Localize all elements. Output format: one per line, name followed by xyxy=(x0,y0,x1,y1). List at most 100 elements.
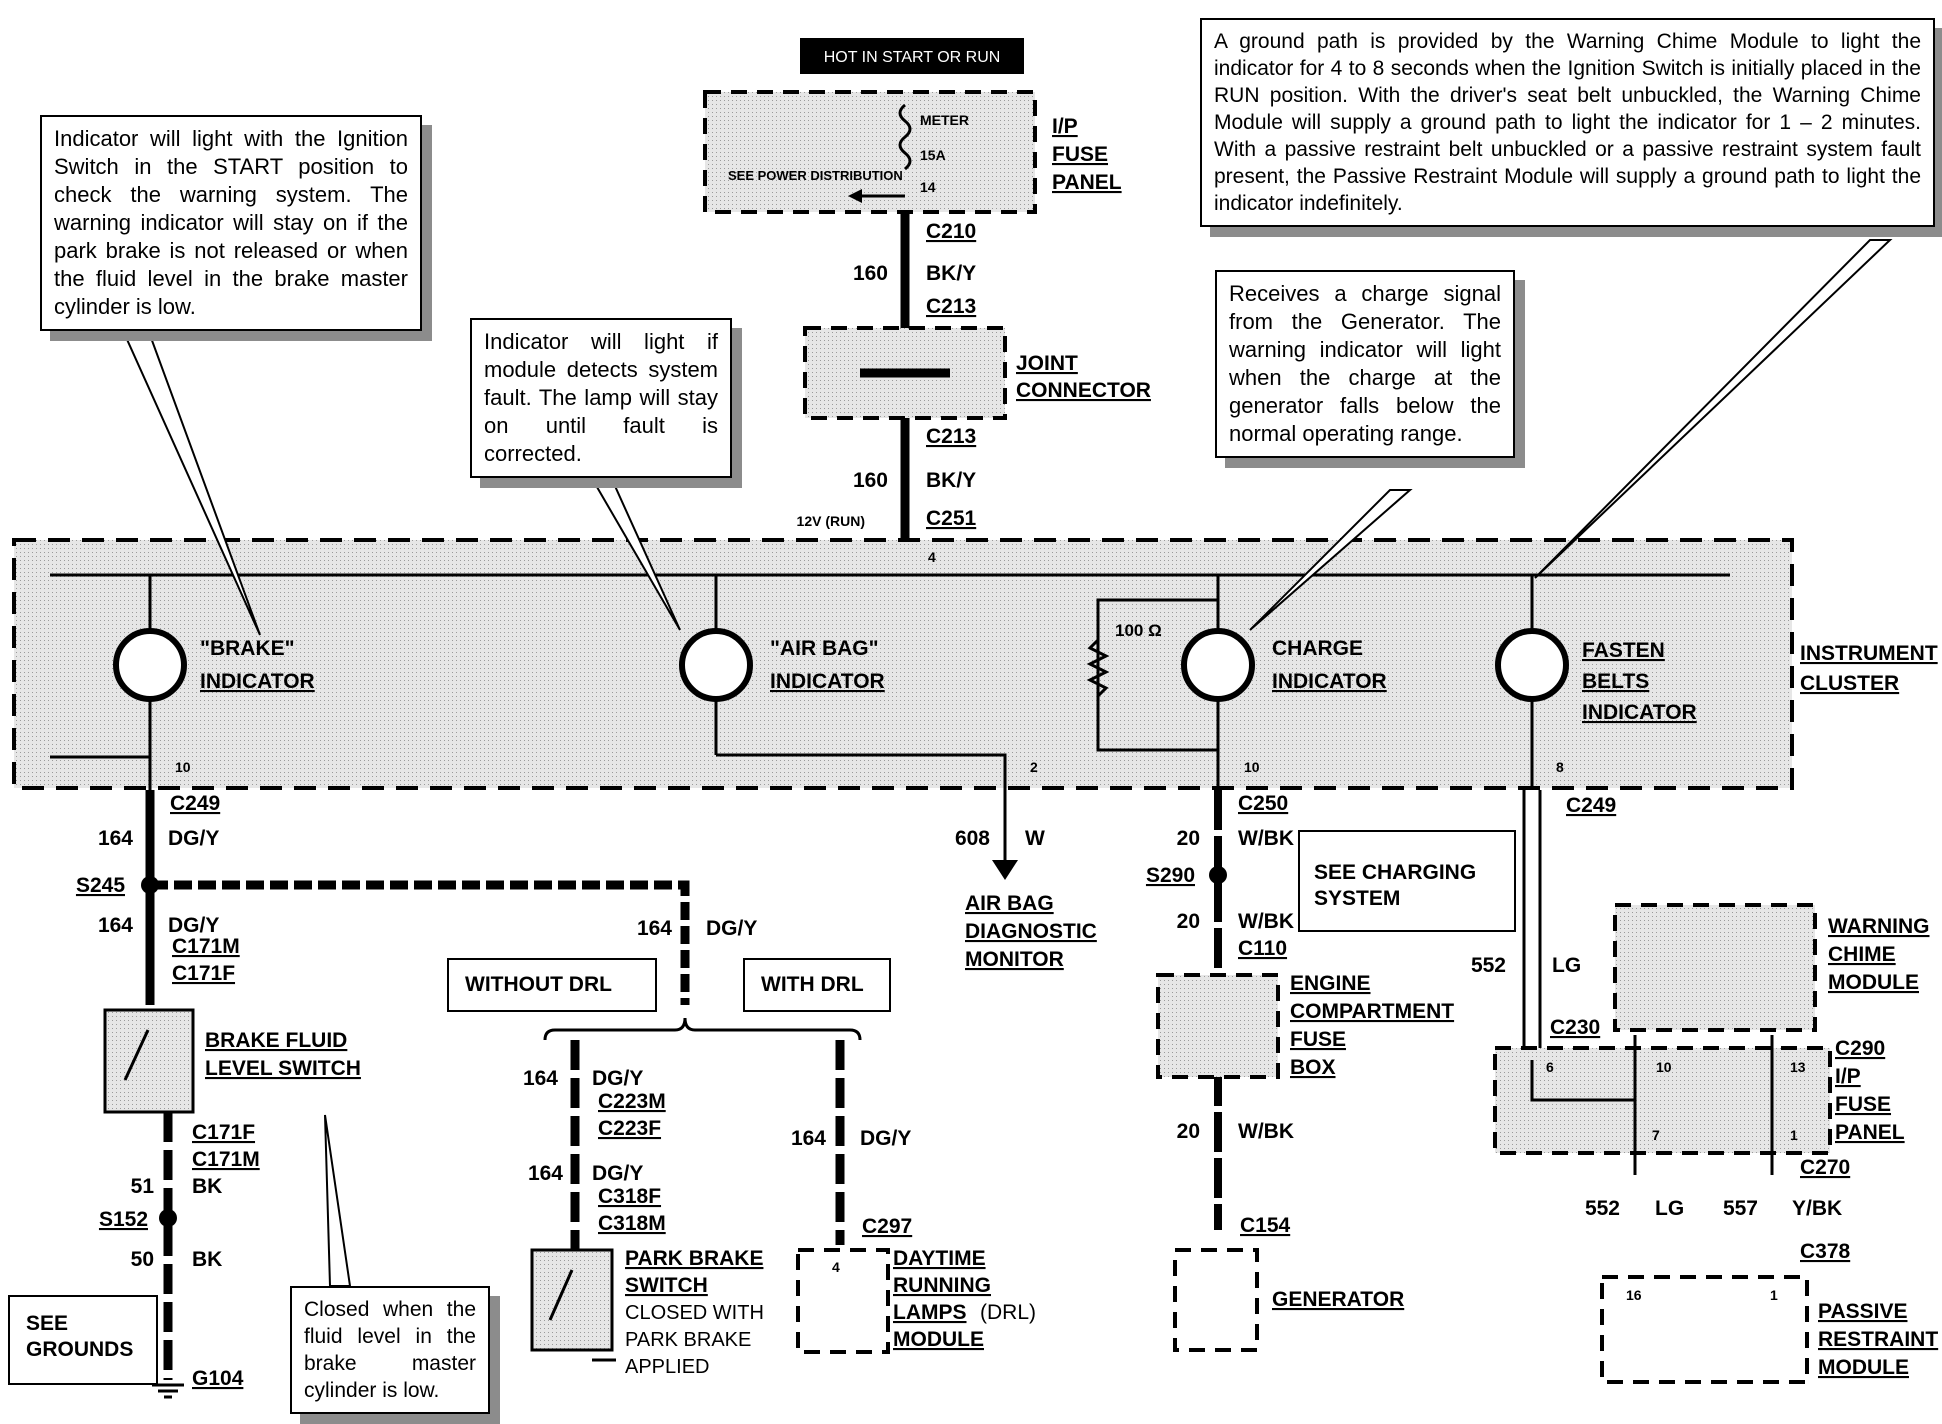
arrow-left-icon xyxy=(848,189,862,203)
charge-w2-num: 20 xyxy=(1177,910,1200,933)
belt-w3-num: 557 xyxy=(1723,1197,1758,1220)
s152-label: S152 xyxy=(99,1208,148,1231)
fluid-switch-label-2: LEVEL SWITCH xyxy=(205,1057,361,1080)
fluid-callout-pointer xyxy=(324,1114,352,1287)
fuse-box-3: FUSE xyxy=(1290,1028,1346,1051)
belt-w3-color: Y/BK xyxy=(1792,1197,1842,1220)
ip-panel2-2: FUSE xyxy=(1835,1093,1891,1116)
airbag-target-1: AIR BAG xyxy=(965,892,1054,915)
pin-10: 10 xyxy=(1656,1059,1672,1075)
fluid-switch-callout-text: Closed when the fluid level in the brake… xyxy=(304,1298,476,1402)
wire-color-bky-a: BK/Y xyxy=(926,262,976,285)
drl-label-4: (DRL) xyxy=(980,1301,1036,1324)
chime-label-2: CHIME xyxy=(1828,943,1896,966)
fasten-belts-lamp-icon xyxy=(1495,628,1569,702)
c223f-label: C223F xyxy=(598,1117,661,1140)
charge-callout-text: Receives a charge signal from the Genera… xyxy=(1229,281,1501,446)
passive-label-1: PASSIVE xyxy=(1818,1300,1907,1323)
c378-label: C378 xyxy=(1800,1240,1851,1263)
c171m-b: C171M xyxy=(192,1148,260,1171)
drl-pin-4: 4 xyxy=(832,1259,840,1275)
c110-label: C110 xyxy=(1238,937,1287,960)
drl-w1-num: 164 xyxy=(523,1067,558,1090)
brake-indicator-label-2: INDICATOR xyxy=(200,670,315,693)
charge-w3-num: 20 xyxy=(1177,1120,1200,1143)
branch-color: DG/Y xyxy=(706,917,757,940)
charge-callout-pointer xyxy=(1249,489,1413,631)
airbag-indicator-lamp-icon xyxy=(679,628,753,702)
c213-label-a: C213 xyxy=(926,295,976,318)
airbag-indicator-label-1: "AIR BAG" xyxy=(770,637,879,660)
resistor-label: 100 Ω xyxy=(1115,621,1162,640)
airbag-callout-text: Indicator will light if module detects s… xyxy=(484,329,718,466)
s245-label: S245 xyxy=(76,874,125,897)
c270-label: C270 xyxy=(1800,1156,1850,1179)
park-switch-1: PARK BRAKE xyxy=(625,1247,763,1270)
charge-w1-color: W/BK xyxy=(1238,827,1294,850)
pin-1: 1 xyxy=(1790,1127,1798,1143)
c210-label: C210 xyxy=(926,220,976,243)
brake-callout: Indicator will light with the Ignition S… xyxy=(40,115,422,331)
s290-splice-icon xyxy=(1209,866,1227,884)
c297-label: C297 xyxy=(862,1215,912,1238)
wire3-num: 51 xyxy=(131,1175,155,1198)
wire-num-160b: 160 xyxy=(853,469,888,492)
charge-indicator-lamp-icon xyxy=(1181,628,1255,702)
park-brake-switch-box xyxy=(530,1248,614,1352)
belt-w2-color: LG xyxy=(1655,1197,1684,1220)
generator-label: GENERATOR xyxy=(1272,1288,1404,1311)
wire4-num: 50 xyxy=(131,1248,154,1271)
drl-module-box xyxy=(796,1248,890,1354)
fuse-name: METER xyxy=(920,112,969,128)
with-drl-label: WITH DRL xyxy=(761,973,864,996)
fuse-rating: 15A xyxy=(920,147,946,163)
branch-num: 164 xyxy=(637,917,672,940)
airbag-wire-color: W xyxy=(1025,827,1045,850)
generator-box xyxy=(1173,1248,1259,1352)
cluster-label-1: INSTRUMENT xyxy=(1800,642,1938,665)
fluid-switch-callout: Closed when the fluid level in the brake… xyxy=(290,1286,490,1414)
chime-label-1: WARNING xyxy=(1828,915,1930,938)
fluid-switch-label-1: BRAKE FLUID xyxy=(205,1029,347,1052)
brake-callout-pointer xyxy=(123,334,261,636)
joint-label-1: JOINT xyxy=(1016,352,1078,375)
cluster-label-2: CLUSTER xyxy=(1800,672,1899,695)
with-drl-box: WITH DRL xyxy=(743,958,891,1012)
ip-fuse-panel-box xyxy=(703,90,1037,214)
ip-panel-label-2: FUSE xyxy=(1052,143,1108,166)
brake-fluid-switch-box xyxy=(103,1008,195,1114)
without-drl-box: WITHOUT DRL xyxy=(447,958,657,1012)
fuse-box-2: COMPARTMENT xyxy=(1290,1000,1454,1023)
see-charging-2: SYSTEM xyxy=(1314,887,1401,910)
s290-label: S290 xyxy=(1146,864,1195,887)
charge-w1-num: 20 xyxy=(1177,827,1200,850)
wire3-color: BK xyxy=(192,1175,222,1198)
c318m-label: C318M xyxy=(598,1212,666,1235)
c249-fasten: C249 xyxy=(1566,794,1616,817)
belt-w1-color: LG xyxy=(1552,954,1581,977)
airbag-indicator-label-2: INDICATOR xyxy=(770,670,885,693)
run-label: 12V (RUN) xyxy=(797,513,865,529)
airbag-target-2: DIAGNOSTIC xyxy=(965,920,1097,943)
brake-indicator-lamp-icon xyxy=(113,628,187,702)
charge-indicator-label-2: INDICATOR xyxy=(1272,670,1387,693)
see-grounds-box: SEE GROUNDS xyxy=(8,1295,158,1385)
passive-label-2: RESTRAINT xyxy=(1818,1328,1938,1351)
brake-indicator-label-1: "BRAKE" xyxy=(200,637,295,660)
c251-label: C251 xyxy=(926,507,977,530)
airbag-callout: Indicator will light if module detects s… xyxy=(470,318,732,478)
g104-label: G104 xyxy=(192,1367,244,1390)
resistor-icon xyxy=(1086,638,1110,698)
fuse-symbol xyxy=(898,103,912,171)
drl-w2-color: DG/Y xyxy=(592,1162,643,1185)
c249-brake: C249 xyxy=(170,792,220,815)
ip-panel-label-1: I/P xyxy=(1052,115,1078,138)
hot-label-box xyxy=(800,38,1024,74)
fasten-label-2: BELTS xyxy=(1582,670,1649,693)
s152-splice-icon xyxy=(159,1209,177,1227)
charge-w2-color: W/BK xyxy=(1238,910,1294,933)
drl-w3-num: 164 xyxy=(791,1127,826,1150)
seatbelt-callout: A ground path is provided by the Warning… xyxy=(1200,18,1935,227)
pin-1b: 1 xyxy=(1770,1287,1778,1303)
seatbelt-callout-text: A ground path is provided by the Warning… xyxy=(1214,30,1921,215)
